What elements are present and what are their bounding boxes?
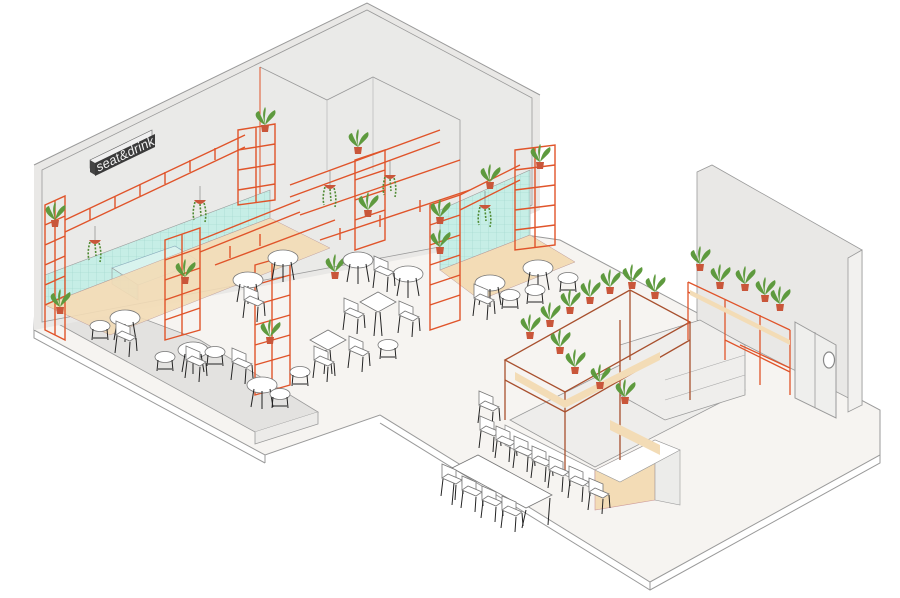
long-table: [440, 454, 553, 533]
kitchen-door[interactable]: [794, 321, 837, 419]
kitchen-wall: [696, 164, 863, 419]
porthole-window: [822, 351, 836, 369]
